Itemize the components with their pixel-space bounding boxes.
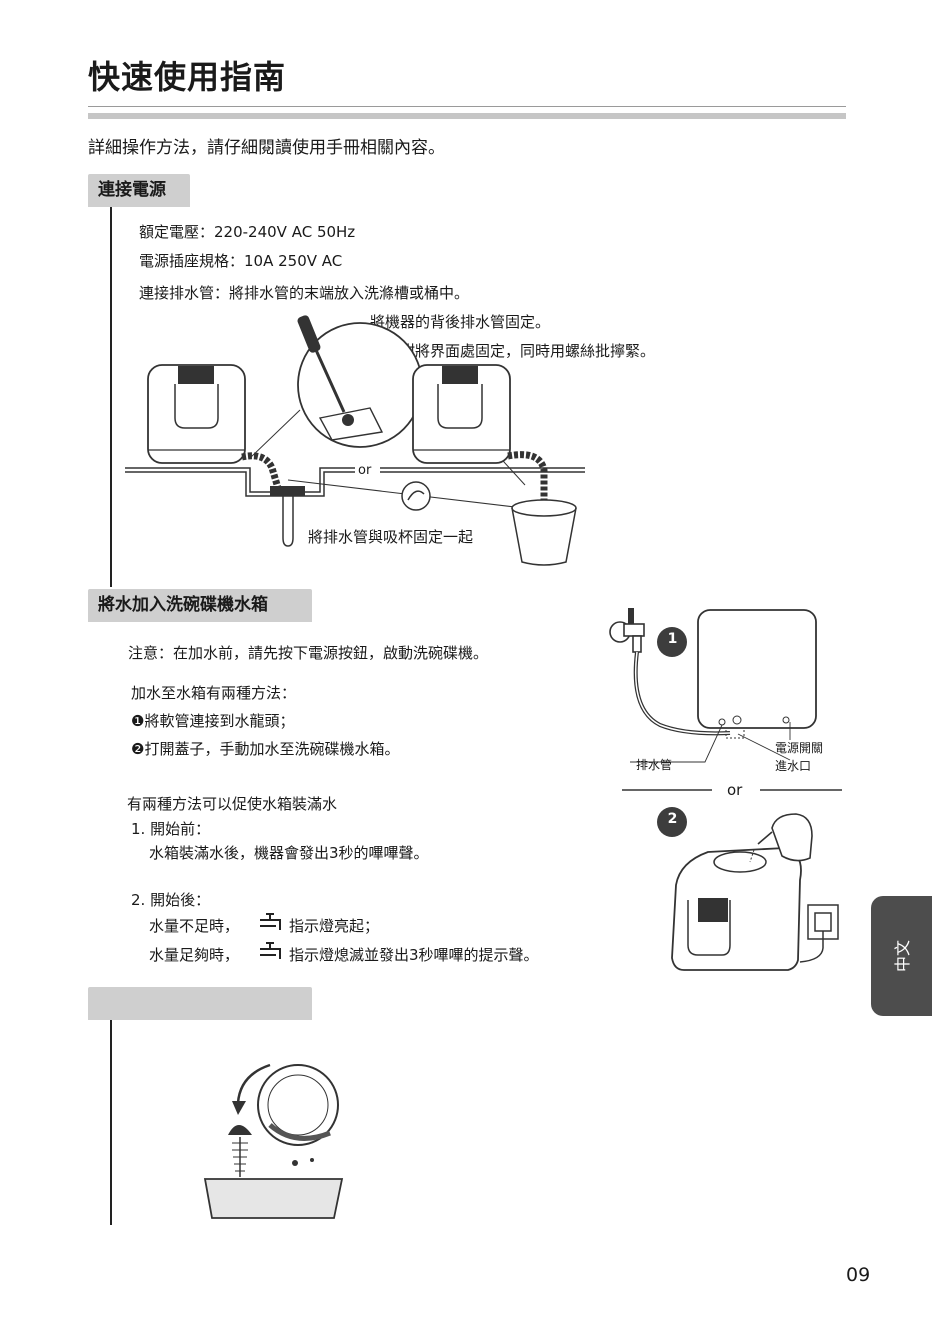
dishwasher-right-illustration bbox=[413, 365, 510, 463]
method-2-badge: 2 bbox=[665, 811, 680, 827]
water-tap-indicator-icon bbox=[258, 912, 286, 934]
methods-title: 加水至水箱有兩種方法： bbox=[131, 683, 296, 703]
page-title: 快速使用指南 bbox=[88, 52, 286, 98]
section-add-water-heading: 將水加入洗碗碟機水箱 bbox=[88, 589, 312, 622]
language-side-tab: 中文 bbox=[871, 896, 932, 1016]
before-start-label: 1. 開始前： bbox=[131, 819, 210, 839]
drain-pipe-label: 排水管 bbox=[636, 755, 672, 775]
dishwasher-left-illustration bbox=[148, 365, 245, 463]
section1-vertical-rule bbox=[110, 207, 112, 587]
water-inlet-label: 進水口 bbox=[775, 756, 811, 776]
method-or-label: or bbox=[727, 780, 742, 800]
faucet-icon bbox=[610, 608, 644, 652]
low-water-suffix: 指示燈亮起； bbox=[289, 916, 379, 936]
full-water-prefix: 水量足夠時， bbox=[149, 945, 239, 965]
bucket-illustration bbox=[512, 500, 576, 565]
title-rule-thick bbox=[88, 113, 846, 119]
before-start-text: 水箱裝滿水後，機器會發出3秒的嗶嗶聲。 bbox=[149, 843, 429, 863]
intro-text: 詳細操作方法，請仔細閱讀使用手冊相關內容。 bbox=[88, 133, 445, 158]
page-number: 09 bbox=[846, 1264, 870, 1286]
section-connect-power-heading: 連接電源 bbox=[88, 174, 190, 207]
language-tab-label: 中文 bbox=[889, 940, 913, 972]
power-socket-icon bbox=[800, 905, 838, 962]
scrape-plate-illustration bbox=[200, 1055, 350, 1225]
method-2-text: ❷打開蓋子，手動加水至洗碗碟機水箱。 bbox=[131, 739, 399, 759]
drain-connect-text: 連接排水管：將排水管的末端放入洗滌槽或桶中。 bbox=[139, 283, 469, 303]
title-rule-thin bbox=[88, 106, 846, 107]
low-water-prefix: 水量不足時， bbox=[149, 916, 239, 936]
notice-text: 注意：在加水前，請先按下電源按鈕，啟動洗碗碟機。 bbox=[128, 643, 488, 663]
rated-voltage-text: 額定電壓：220-240V AC 50Hz bbox=[139, 222, 355, 242]
method-1-badge: 1 bbox=[665, 631, 680, 647]
water-tap-indicator-icon bbox=[258, 941, 286, 963]
full-water-suffix: 指示燈熄滅並發出3秒嗶嗶的提示聲。 bbox=[289, 945, 539, 965]
brush-icon bbox=[228, 1125, 252, 1177]
diagram-or-label: or bbox=[358, 461, 371, 481]
suction-cup-caption: 將排水管與吸杯固定一起 bbox=[308, 527, 473, 547]
section-3-heading bbox=[88, 987, 312, 1020]
socket-spec-text: 電源插座規格：10A 250V AC bbox=[139, 251, 342, 271]
power-switch-label: 電源開關 bbox=[775, 738, 823, 758]
fill-methods-title: 有兩種方法可以促使水箱裝滿水 bbox=[127, 794, 337, 814]
after-start-label: 2. 開始後： bbox=[131, 890, 210, 910]
section3-vertical-rule bbox=[110, 1020, 112, 1225]
method-1-text: ❶將軟管連接到水龍頭； bbox=[131, 711, 294, 731]
dishwasher-open-lid-illustration bbox=[672, 848, 801, 970]
